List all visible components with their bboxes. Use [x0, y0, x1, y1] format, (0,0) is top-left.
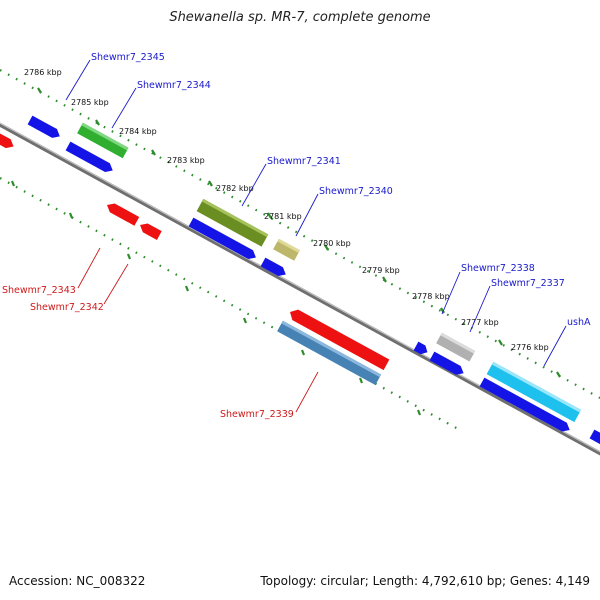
accession-label: Accession: NC_008322 [9, 574, 146, 588]
gene-feature[interactable] [260, 257, 289, 279]
gene-shewmr7-2341[interactable] [196, 198, 269, 247]
gene-label: Shewmr7_2338 [461, 263, 535, 274]
gene-shewmr7-2343[interactable] [105, 201, 140, 226]
kbp-label: 2786 kbp [24, 68, 62, 77]
gene-label: Shewmr7_2345 [91, 52, 165, 63]
gene-feature[interactable] [589, 429, 600, 449]
gene-label: Shewmr7_2339 [220, 409, 294, 420]
kbp-label: 2776 kbp [511, 343, 549, 352]
gene-label: Shewmr7_2344 [137, 80, 211, 91]
kbp-label: 2783 kbp [167, 156, 205, 165]
topology-label: Topology: circular; Length: 4,792,610 bp… [260, 574, 590, 588]
kbp-label: 2782 kbp [216, 184, 254, 193]
kbp-label: 2780 kbp [313, 239, 351, 248]
gene-label: ushA [567, 317, 591, 328]
kbp-label: 2779 kbp [362, 266, 400, 275]
kbp-label: 2785 kbp [71, 98, 109, 107]
gene-shewmr7-2337[interactable] [429, 351, 466, 378]
gene-label: Shewmr7_2337 [491, 278, 565, 289]
kbp-label: 2778 kbp [412, 292, 450, 301]
gene-feature[interactable] [0, 130, 16, 151]
gene-feature[interactable] [287, 307, 390, 371]
kbp-label: 2777 kbp [461, 318, 499, 327]
gene-label: Shewmr7_2343 [2, 285, 76, 296]
gene-feature[interactable] [479, 377, 573, 435]
gene-shewmr7-2345[interactable] [65, 141, 116, 175]
gene-label: Shewmr7_2341 [267, 156, 341, 167]
outer-tick-track [0, 69, 600, 399]
gene-shewmr7-2338[interactable] [436, 332, 476, 362]
gene-shewmr7-2342[interactable] [138, 221, 162, 240]
outer-major-ticks [37, 87, 561, 378]
label-leader-lines [65, 59, 567, 413]
kbp-label: 2781 kbp [264, 212, 302, 221]
inner-major-ticks [10, 180, 422, 416]
genome-backbone [0, 122, 600, 456]
gene-label: Shewmr7_2340 [319, 186, 393, 197]
gene-shewmr7-2344[interactable] [77, 122, 129, 159]
kbp-label: 2784 kbp [119, 127, 157, 136]
gene-shewmr7-2340[interactable] [273, 238, 300, 261]
gene-label: Shewmr7_2342 [30, 302, 104, 313]
map-title: Shewanella sp. MR-7, complete genome [169, 10, 431, 25]
gene-feature[interactable] [27, 115, 63, 141]
gene-shewmr7-2339[interactable] [277, 320, 382, 386]
inner-tick-track [0, 177, 461, 431]
gene-feature[interactable] [188, 217, 259, 262]
gene-feature[interactable] [413, 341, 430, 357]
gene-usha[interactable] [486, 361, 582, 423]
